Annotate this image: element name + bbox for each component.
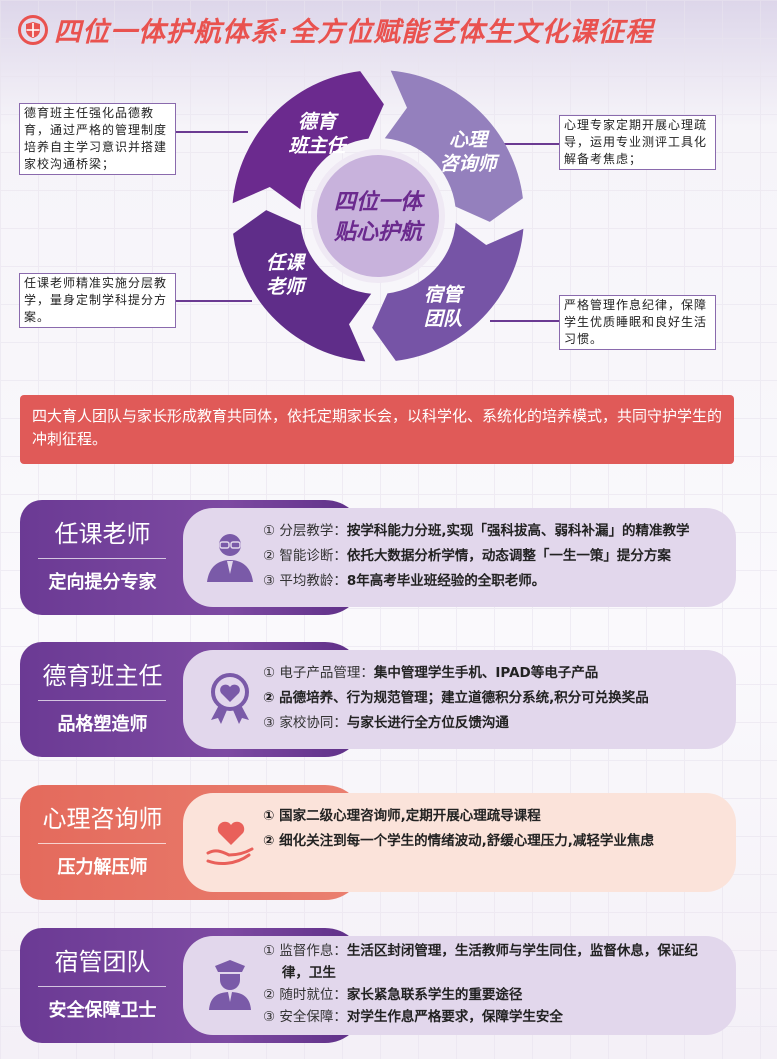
role-card-item: ③ 平均教龄：8年高考毕业班经验的全职老师。 xyxy=(263,573,546,589)
role-card: 心理咨询师压力解压师 ① 国家二级心理咨询师,定期开展心理疏导课程 ② 细化关注到… xyxy=(20,785,736,900)
role-title: 任课老师 xyxy=(54,520,151,548)
role-title: 宿管团队 xyxy=(54,948,151,976)
wheel-label-dorm: 宿管团队 xyxy=(423,284,462,330)
role-card-item: ① 监督作息：生活区封闭管理，生活教师与学生同住，监督休息，保证纪律，卫生 xyxy=(263,943,698,981)
role-card-item: ③ 家校协同：与家长进行全方位反馈沟通 xyxy=(263,715,509,731)
connector-line xyxy=(490,320,559,322)
divider xyxy=(38,700,166,701)
wheel-label-teacher: 任课老师 xyxy=(265,252,304,298)
note-headteacher: 德育班主任强化品德教育，通过严格的管理制度培养自主学习意识并搭建家校沟通桥梁； xyxy=(19,103,176,175)
wheel-segment xyxy=(384,70,523,222)
role-card-item: ② 随时就位：家长紧急联系学生的重要途径 xyxy=(263,987,523,1003)
role-card-item: ① 电子产品管理：集中管理学生手机、IPAD等电子产品 xyxy=(263,665,599,681)
connector-line xyxy=(176,131,248,133)
role-card-item: ② 智能诊断：依托大数据分析学情，动态调整「一生一策」提分方案 xyxy=(263,548,671,564)
role-card-detail-panel: ① 监督作息：生活区封闭管理，生活教师与学生同住，监督休息，保证纪律，卫生 ② 随… xyxy=(183,936,736,1035)
medal-heart-icon xyxy=(205,672,255,726)
role-title: 德育班主任 xyxy=(42,662,163,690)
wheel-segment xyxy=(233,210,372,362)
summary-banner: 四大育人团队与家长形成教育共同体，依托定期家长会，以科学化、系统化的培养模式，共… xyxy=(20,395,734,464)
role-card-items: ① 国家二级心理咨询师,定期开展心理疏导课程 ② 细化关注到每一个学生的情绪波动,… xyxy=(263,804,654,854)
wheel-label-headteacher: 德育班主任 xyxy=(288,111,346,157)
divider xyxy=(38,558,166,559)
role-card-item: ② 品德培养、行为规范管理；建立道德积分系统,积分可兑换奖品 xyxy=(263,690,649,706)
guard-icon xyxy=(205,958,255,1012)
connector-line xyxy=(500,143,559,145)
note-counselor: 心理专家定期开展心理疏导，运用专业测评工具化解备考焦虑； xyxy=(559,115,716,170)
teacher-icon xyxy=(205,530,255,584)
wheel-segment xyxy=(372,222,524,361)
role-card-items: ① 分层教学：按学科能力分班,实现「强科拔高、弱科补漏」的精准教学 ② 智能诊断：… xyxy=(263,519,690,594)
role-card-item: ① 分层教学：按学科能力分班,实现「强科拔高、弱科补漏」的精准教学 xyxy=(263,523,690,539)
four-in-one-wheel: 德育班主任 心理咨询师 宿管团队 任课老师 四位一体贴心护航 xyxy=(230,68,530,368)
role-card-items: ① 监督作息：生活区封闭管理，生活教师与学生同住，监督休息，保证纪律，卫生 ② 随… xyxy=(263,940,703,1028)
divider xyxy=(38,843,166,844)
connector-line xyxy=(176,300,252,302)
role-subtitle: 品格塑造师 xyxy=(57,714,148,735)
wheel-center-disc xyxy=(311,149,445,283)
wheel-segment xyxy=(232,71,384,210)
wheel-center-text: 四位一体贴心护航 xyxy=(333,190,422,245)
shield-icon xyxy=(18,14,48,45)
role-card-item: ② 细化关注到每一个学生的情绪波动,舒缓心理压力,减轻学业焦虑 xyxy=(263,833,654,849)
role-subtitle: 安全保障卫士 xyxy=(48,1000,157,1021)
role-card-item: ① 国家二级心理咨询师,定期开展心理疏导课程 xyxy=(263,808,541,824)
role-subtitle: 定向提分专家 xyxy=(48,572,157,593)
role-card: 宿管团队安全保障卫士 ① 监督作息：生活区封闭管理，生活教师与学生同住，监督休息… xyxy=(20,928,736,1043)
role-subtitle: 压力解压师 xyxy=(57,857,148,878)
role-card: 德育班主任品格塑造师 ① 电子产品管理：集中管理学生手机、IPAD等电子产品 ② … xyxy=(20,642,736,757)
role-card: 任课老师定向提分专家 ① 分层教学：按学科能力分班,实现「强科拔高、弱科补漏」的… xyxy=(20,500,736,615)
note-teacher: 任课老师精准实施分层教学，量身定制学科提分方案。 xyxy=(19,273,176,328)
role-card-item: ③ 安全保障：对学生作息严格要求，保障学生安全 xyxy=(263,1009,563,1025)
role-card-detail-panel: ① 国家二级心理咨询师,定期开展心理疏导课程 ② 细化关注到每一个学生的情绪波动,… xyxy=(183,793,736,892)
role-title: 心理咨询师 xyxy=(42,805,163,833)
wheel-label-counselor: 心理咨询师 xyxy=(439,129,497,175)
heart-hand-icon xyxy=(205,815,255,869)
page-title: 四位一体护航体系·全方位赋能艺体生文化课征程 xyxy=(18,10,653,49)
divider xyxy=(38,986,166,987)
role-card-detail-panel: ① 分层教学：按学科能力分班,实现「强科拔高、弱科补漏」的精准教学 ② 智能诊断：… xyxy=(183,508,736,607)
role-card-detail-panel: ① 电子产品管理：集中管理学生手机、IPAD等电子产品 ② 品德培养、行为规范管理… xyxy=(183,650,736,749)
note-dorm: 严格管理作息纪律，保障学生优质睡眠和良好生活习惯。 xyxy=(559,295,716,350)
role-card-items: ① 电子产品管理：集中管理学生手机、IPAD等电子产品 ② 品德培养、行为规范管理… xyxy=(263,661,649,736)
